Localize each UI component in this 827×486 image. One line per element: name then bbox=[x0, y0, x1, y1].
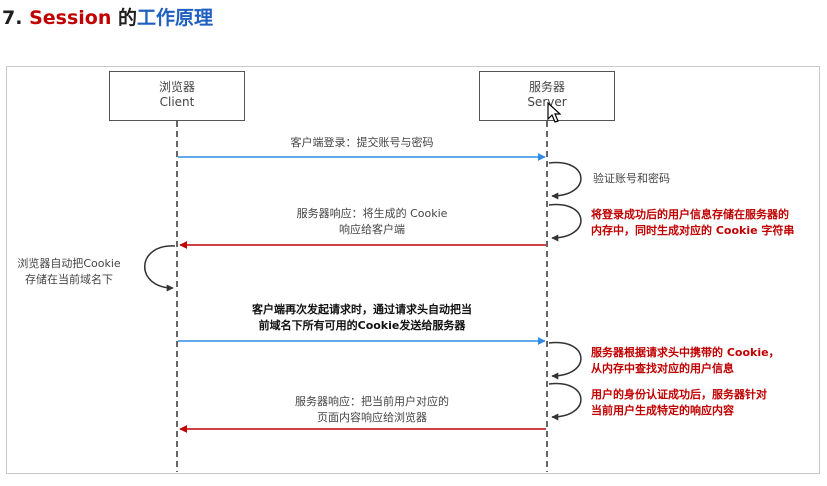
auth-loop-arrow bbox=[548, 382, 582, 421]
server-actor-box: 服务器 Server bbox=[479, 71, 615, 121]
auth-message-label: 用户的身份认证成功后，服务器针对 当前用户生成特定的响应内容 bbox=[591, 387, 767, 419]
client-store-message-line-2: 存储在当前域名下 bbox=[25, 273, 113, 286]
lookup-loop-arrow bbox=[548, 341, 582, 380]
client-actor-name: 浏览器 bbox=[158, 80, 195, 94]
response1-message-line-2: 响应给客户端 bbox=[339, 223, 405, 236]
auth-message-line-1: 用户的身份认证成功后，服务器针对 bbox=[591, 388, 767, 401]
request2-message-label: 客户端再次发起请求时，通过请求头自动把当 前域名下所有可用的Cookie发送给服… bbox=[212, 302, 512, 334]
mouse-cursor-icon bbox=[547, 102, 561, 123]
store-loop-arrow bbox=[548, 203, 582, 242]
server-actor-label: Server bbox=[527, 95, 567, 109]
client-store-message-line-1: 浏览器自动把Cookie bbox=[17, 257, 121, 270]
page-title: 7. Session 的工作原理 bbox=[2, 4, 213, 32]
client-actor-box: 浏览器 Client bbox=[109, 71, 245, 121]
store-message-line-1: 将登录成功后的用户信息存储在服务器的 bbox=[591, 208, 789, 221]
response2-message-label: 服务器响应：把当前用户对应的 页面内容响应给浏览器 bbox=[252, 394, 492, 426]
title-keyword: Session bbox=[29, 7, 112, 29]
response2-message-line-1: 服务器响应：把当前用户对应的 bbox=[295, 395, 449, 408]
store-message-line-2: 内存中，同时生成对应的 Cookie 字符串 bbox=[591, 224, 795, 237]
client-actor-label: Client bbox=[159, 95, 195, 109]
lookup-message-line-2: 从内存中查找对应的用户信息 bbox=[591, 362, 734, 375]
client-store-loop-arrow bbox=[144, 245, 176, 292]
response1-message-label: 服务器响应：将生成的 Cookie 响应给客户端 bbox=[252, 206, 492, 238]
response1-message-line-1: 服务器响应：将生成的 Cookie bbox=[296, 207, 448, 220]
login-message-label: 客户端登录：提交账号与密码 bbox=[290, 136, 434, 149]
verify-message-label: 验证账号和密码 bbox=[593, 172, 670, 185]
store-message-label: 将登录成功后的用户信息存储在服务器的 内存中，同时生成对应的 Cookie 字符… bbox=[591, 207, 794, 239]
title-connector: 的 bbox=[117, 7, 137, 29]
request2-message-line-2: 前域名下所有可用的Cookie发送给服务器 bbox=[258, 319, 466, 332]
auth-message-line-2: 当前用户生成特定的响应内容 bbox=[591, 404, 734, 417]
title-rest: 工作原理 bbox=[137, 7, 214, 29]
verify-loop-arrow bbox=[548, 161, 582, 200]
lookup-message-label: 服务器根据请求头中携带的 Cookie， 从内存中查找对应的用户信息 bbox=[591, 345, 780, 377]
lookup-message-line-1: 服务器根据请求头中携带的 Cookie， bbox=[591, 346, 780, 359]
title-number: 7. bbox=[2, 7, 23, 29]
server-actor-name: 服务器 bbox=[528, 80, 565, 94]
request2-message-line-1: 客户端再次发起请求时，通过请求头自动把当 bbox=[252, 303, 472, 316]
diagram-panel bbox=[6, 66, 820, 474]
response2-message-line-2: 页面内容响应给浏览器 bbox=[317, 411, 427, 424]
client-store-message-label: 浏览器自动把Cookie 存储在当前域名下 bbox=[4, 256, 134, 288]
